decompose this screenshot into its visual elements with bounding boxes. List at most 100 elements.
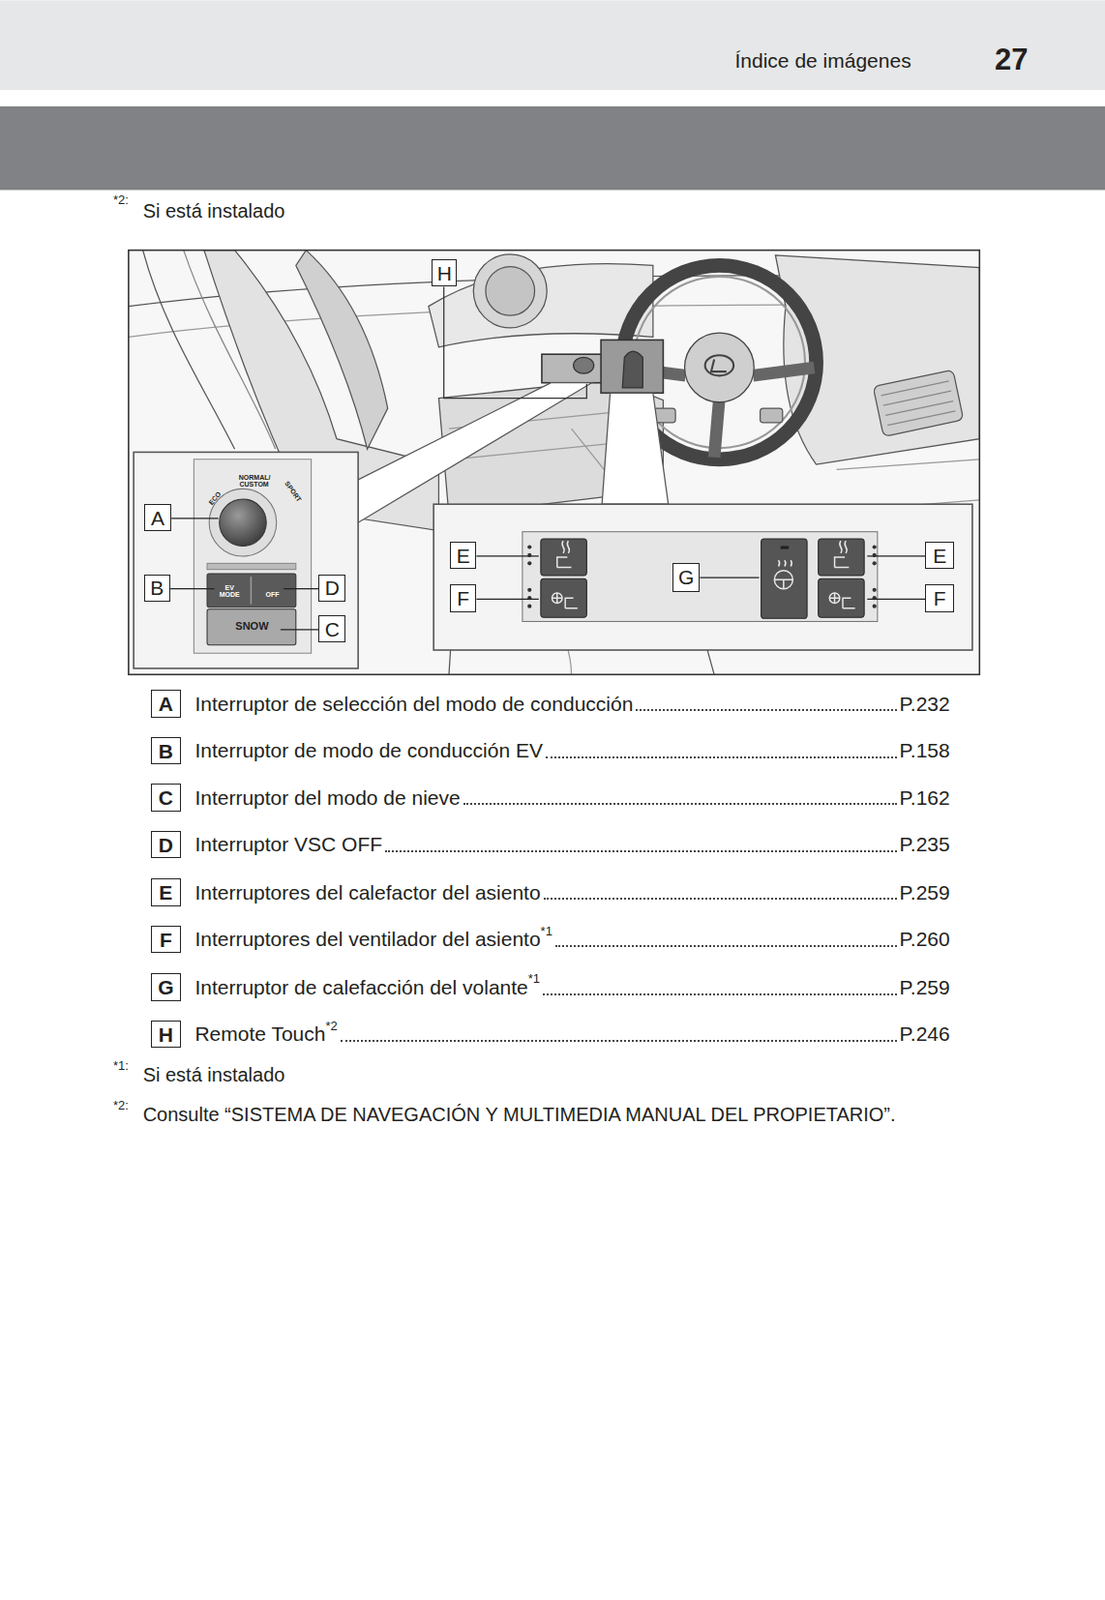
heater-switch-inset-part-part <box>774 579 793 589</box>
index-entry: Interruptor de calefacción del volante <box>194 976 528 1000</box>
heater-switch-inset-part <box>540 578 587 618</box>
callout-letter: G <box>150 973 181 1001</box>
heater-switch-inset-part-part <box>565 597 578 609</box>
heater-switch-inset-part-part <box>829 593 840 604</box>
footnote-mark: *1: <box>113 1059 129 1075</box>
callout-letter: D <box>150 831 181 859</box>
interior-illustration-part <box>573 357 595 374</box>
callout-letter: C <box>150 783 181 811</box>
page-number: 27 <box>994 44 1028 75</box>
drive-mode-inset-part <box>133 451 359 669</box>
footnote-mark: *2: <box>113 193 129 209</box>
callout-letter: D <box>318 574 346 602</box>
heater-switch-inset-part <box>522 532 878 623</box>
dot-leader <box>545 756 897 759</box>
callout-letter: F <box>150 925 181 954</box>
interior-illustration-part <box>622 351 643 389</box>
heater-switch-inset-part-part <box>551 593 563 604</box>
interior-illustration-part <box>485 267 536 317</box>
dot-leader <box>463 803 897 806</box>
interior-illustration-part <box>872 369 963 437</box>
heater-switch-inset-part-part <box>842 597 856 609</box>
section-band <box>0 106 1105 190</box>
page-reference: P.246 <box>899 1022 951 1046</box>
drive-mode-inset-part <box>207 563 297 569</box>
callout-letter: H <box>431 259 457 287</box>
drive-mode-inset-part <box>171 517 219 519</box>
index-row: E Interruptores del calefactor del asient… <box>150 877 951 909</box>
interior-illustration-part <box>705 355 735 376</box>
interior-illustration-part <box>601 392 669 505</box>
heater-switch-inset-part-part <box>527 544 532 549</box>
drive-mode-inset-part <box>219 499 268 547</box>
callout-letter: F <box>925 584 955 612</box>
interior-illustration-part <box>473 254 547 329</box>
heater-switch-inset-part-part <box>829 593 840 604</box>
page-reference: P.260 <box>899 927 951 952</box>
page-reference: P.235 <box>899 833 951 857</box>
page-reference: P.232 <box>899 692 951 717</box>
header-band <box>0 0 1105 90</box>
drive-mode-inset <box>133 451 359 669</box>
interior-illustration-part-part <box>881 381 956 426</box>
footnote-text: Si está instalado <box>143 1064 286 1087</box>
footnote-text: Si está instalado <box>143 200 286 223</box>
index-entry: Interruptor de modo de conducción EV <box>194 739 543 763</box>
footnote-mark: *1 <box>528 971 540 986</box>
heater-switch-inset-part <box>527 544 877 608</box>
footnote-mark: *2: <box>113 1099 129 1114</box>
heater-switch-inset-part <box>761 538 807 619</box>
callout-letter: E <box>925 541 955 569</box>
footnote-text: Consulte “SISTEMA DE NAVEGACIÓN Y MULTIM… <box>143 1104 896 1127</box>
heater-switch-inset-part-part <box>551 593 563 604</box>
callout-letter: B <box>144 574 171 602</box>
illustration-frame <box>128 250 980 676</box>
index-entry: Interruptores del calefactor del asiento <box>194 881 540 905</box>
index-entry: Interruptores del ventilador del asiento <box>194 927 540 952</box>
interior-illustration-part <box>296 250 389 450</box>
heater-switch-inset-part-part <box>835 557 850 568</box>
interior-illustration-part <box>760 408 783 423</box>
drive-mode-inset-part <box>193 459 311 654</box>
page-reference: P.158 <box>899 739 951 763</box>
callout-letter: E <box>150 878 181 906</box>
switch-legend: NORMAL/ CUSTOM <box>238 474 270 488</box>
interior-illustration-part <box>358 383 592 523</box>
dot-leader <box>385 850 896 853</box>
drive-mode-inset-part <box>207 609 297 646</box>
drive-mode-inset-part <box>207 573 297 608</box>
switch-legend: EV MODE <box>218 584 241 598</box>
dot-leader <box>543 897 897 900</box>
callout-letter: B <box>150 737 181 765</box>
switch-legend: SNOW <box>235 620 269 633</box>
heater-switch-inset-part <box>780 545 789 549</box>
drive-mode-inset-part <box>209 488 277 557</box>
drive-mode-inset-part <box>283 588 319 590</box>
index-row: AInterruptor de selección del modo de co… <box>150 688 951 720</box>
index-row: CInterruptor del modo de nieveP.162 <box>150 782 951 814</box>
dot-leader <box>635 709 896 712</box>
heater-switch-inset-part <box>699 576 759 578</box>
interior-illustration <box>128 250 980 676</box>
heater-switch-inset-part-part <box>774 570 793 590</box>
heater-switch-inset-part <box>476 598 538 600</box>
switch-legend: OFF <box>264 590 281 598</box>
index-row: HRemote Touch*2P.246 <box>150 1018 951 1050</box>
heater-switch-inset-part-part <box>527 588 532 593</box>
index-row: B Interruptor de modo de conducción EV P.1… <box>150 735 951 767</box>
heater-switch-inset-part-part <box>562 540 569 554</box>
interior-illustration-part <box>600 339 663 393</box>
footnote-mark: *2 <box>325 1018 337 1034</box>
index-row: F Interruptores del ventilador del asient… <box>150 924 951 956</box>
heater-switch-inset-part-part <box>557 557 572 568</box>
callout-letter: A <box>150 689 181 717</box>
interior-illustration-part <box>685 332 755 403</box>
heater-switch-inset-part <box>551 540 855 609</box>
callout-letter: H <box>150 1020 181 1048</box>
running-header: Índice de imágenes <box>735 49 912 73</box>
footnote-mark: *1 <box>540 924 553 939</box>
heater-switch-inset-part-part <box>872 544 877 549</box>
drive-mode-inset-part <box>280 628 319 630</box>
interior-illustration-part <box>711 358 727 372</box>
